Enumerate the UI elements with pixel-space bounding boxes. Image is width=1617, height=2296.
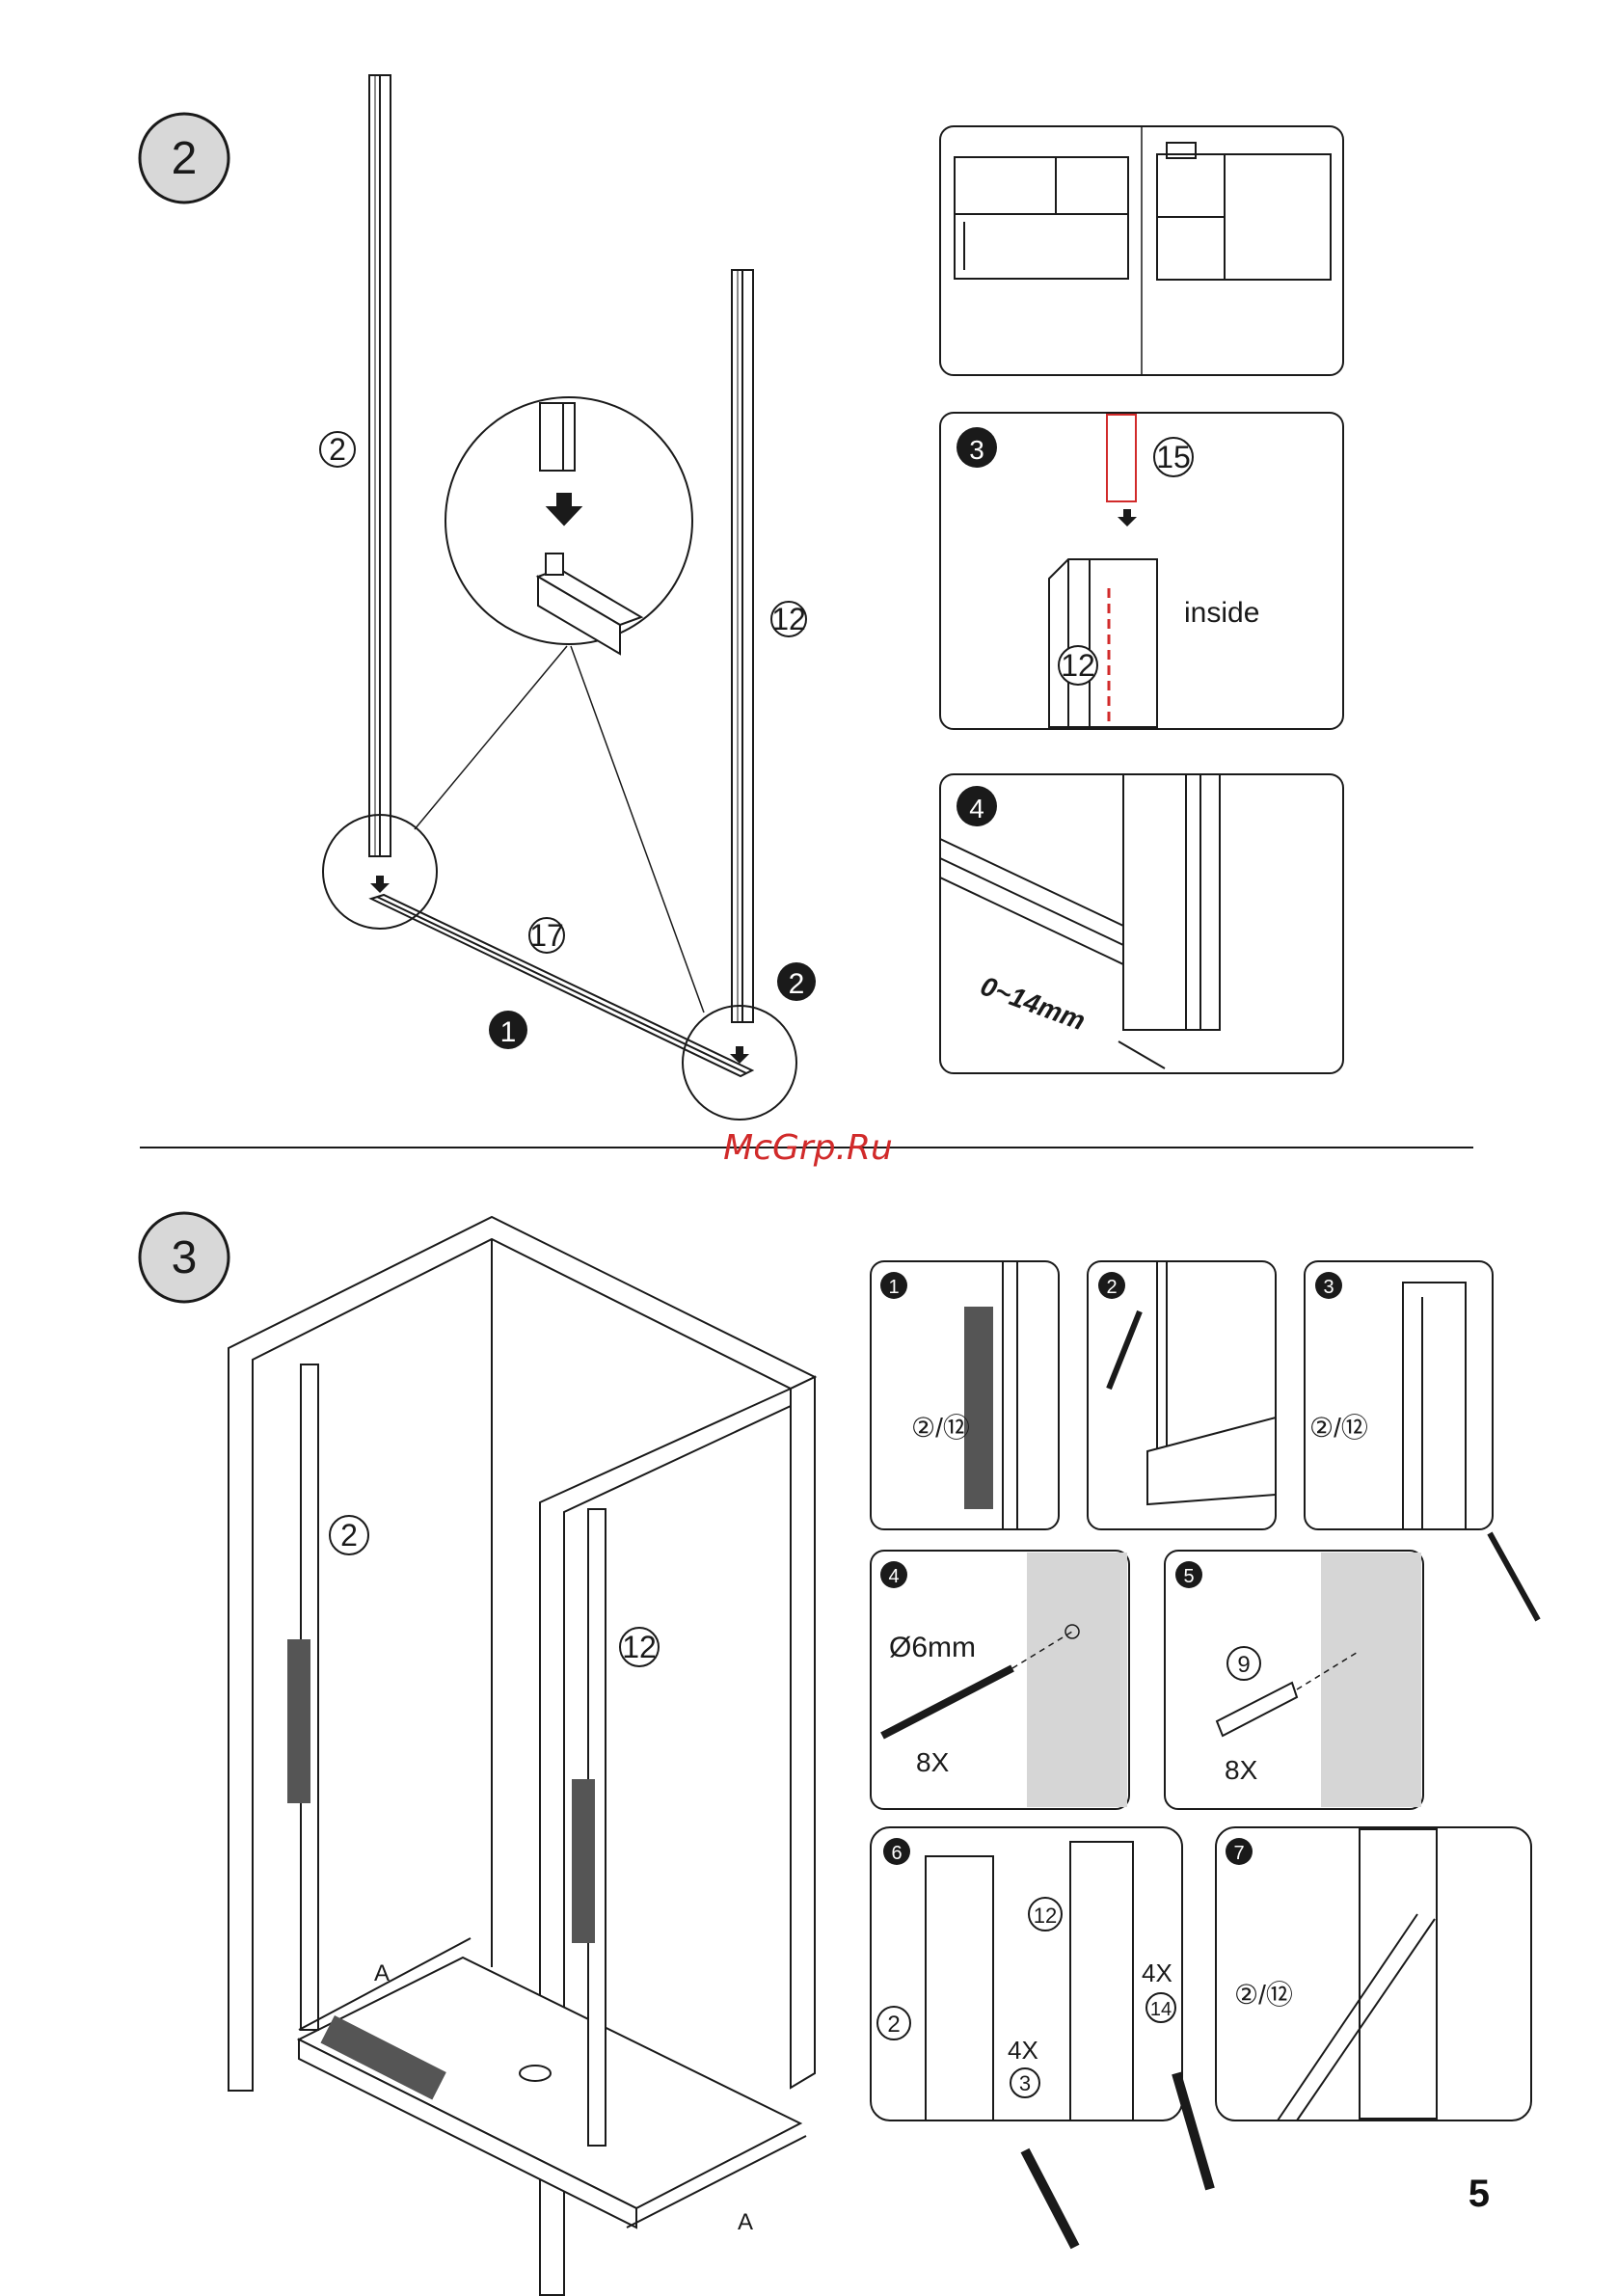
detail-panel-7: 7 ②/⑫ xyxy=(1216,1827,1531,2120)
part-label-bar: 17 xyxy=(529,918,564,953)
page-number: 5 xyxy=(1469,2173,1490,2215)
drill-size: Ø6mm xyxy=(889,1632,976,1663)
detail-3-num: 3 xyxy=(1323,1277,1334,1298)
panel-3-seal: 3 15 inside 12 xyxy=(940,413,1343,729)
part-label-left: 2 xyxy=(329,432,346,467)
detail-6-num: 6 xyxy=(891,1843,902,1864)
detail-1-num: 1 xyxy=(888,1277,899,1298)
detail-panel-5: 5 9 8X xyxy=(1165,1551,1423,1809)
watermark: McGrp.Ru xyxy=(723,1128,893,1168)
anchor-qty: 8X xyxy=(1225,1755,1258,1785)
left-profile xyxy=(369,75,391,856)
detail-7-num: 7 xyxy=(1233,1843,1244,1864)
detail-panel-2: 2 xyxy=(1088,1261,1276,1529)
screw-part-b: 14 xyxy=(1150,1999,1172,2020)
screw-qty-a: 4X xyxy=(1008,2036,1038,2065)
panel-4-adjust: 4 0~14mm xyxy=(940,774,1343,1073)
marker-3-text: 3 xyxy=(969,435,984,465)
detail-4-num: 4 xyxy=(888,1566,899,1587)
detail-6-right: 12 xyxy=(1034,1904,1057,1928)
section-3: 3 2 12 A A 1 xyxy=(140,1213,1538,2295)
seal-strip xyxy=(1107,415,1136,501)
part-label-inner: 12 xyxy=(1061,648,1095,683)
right-profile xyxy=(732,270,753,1022)
detail-3-label: ②/⑫ xyxy=(1309,1413,1368,1443)
detail-5-num: 5 xyxy=(1183,1566,1194,1587)
detail-1-label: ②/⑫ xyxy=(911,1413,970,1443)
step-number-3: 3 xyxy=(172,1232,198,1283)
room-part-right: 12 xyxy=(622,1630,657,1664)
detail-panel-6: 6 2 12 4X 3 4X 14 xyxy=(871,1827,1210,2247)
detail-7-label: ②/⑫ xyxy=(1234,1980,1293,2010)
detail-6-left: 2 xyxy=(887,2012,900,2038)
drill-qty: 8X xyxy=(916,1747,950,1777)
step-number-2: 2 xyxy=(172,133,198,184)
screw-part-a: 3 xyxy=(1019,2071,1031,2095)
anchor-part: 9 xyxy=(1237,1652,1250,1678)
part-label-right: 12 xyxy=(771,602,806,636)
marker-4-text: 4 xyxy=(969,794,984,824)
inside-label: inside xyxy=(1184,597,1259,629)
screw-qty-b: 4X xyxy=(1142,1958,1172,1987)
detail-2-num: 2 xyxy=(1106,1277,1117,1298)
marker-1-text: 1 xyxy=(500,1016,517,1048)
detail-panel-4: 4 Ø6mm 8X xyxy=(871,1551,1129,1809)
dimension-a-2: A xyxy=(738,2209,753,2235)
room-part-left: 2 xyxy=(340,1518,358,1553)
part-label-seal: 15 xyxy=(1156,440,1191,474)
detail-panel-1: 1 ②/⑫ xyxy=(871,1261,1059,1529)
section-2: 2 2 12 17 xyxy=(140,75,1343,1120)
cross-section-panel xyxy=(940,126,1343,375)
marker-2-text: 2 xyxy=(789,968,805,1000)
